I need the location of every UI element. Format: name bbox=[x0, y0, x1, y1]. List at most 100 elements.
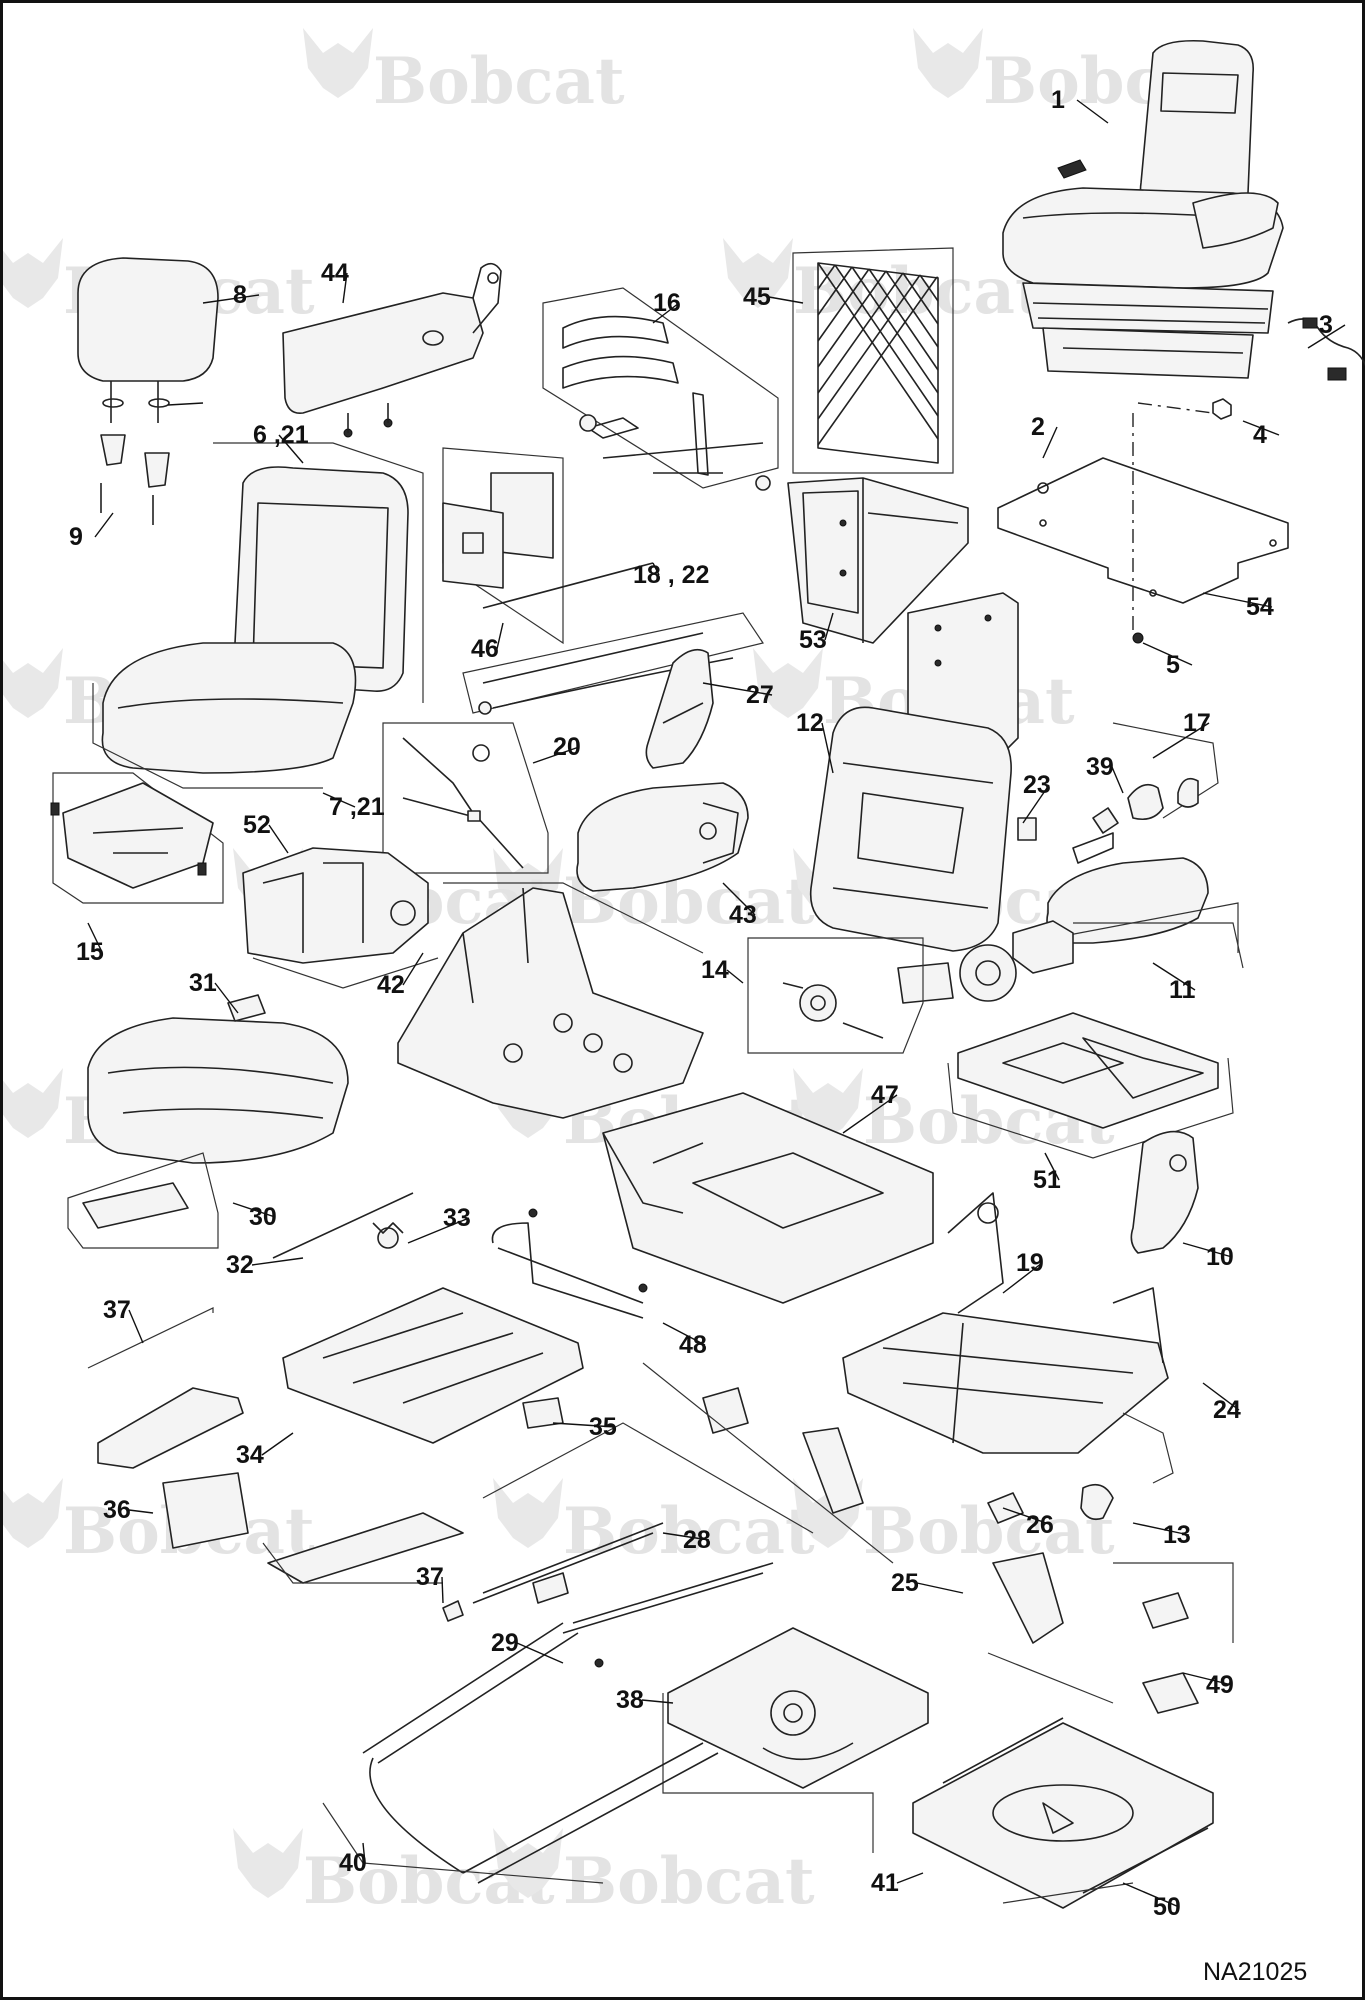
bobcat-logo-icon bbox=[303, 28, 373, 98]
callout-leader-line bbox=[278, 434, 304, 464]
callout-label: 23 bbox=[1023, 771, 1051, 799]
callout-leader-line bbox=[407, 1217, 470, 1244]
callout-24: 24 bbox=[1202, 1382, 1241, 1424]
seat-cushion-drawing bbox=[92, 642, 357, 789]
bobcat-logo-icon bbox=[3, 1478, 63, 1548]
callout-label: 45 bbox=[743, 283, 771, 311]
callout-label: 17 bbox=[1183, 709, 1211, 737]
callout-51: 51 bbox=[1033, 1152, 1061, 1194]
callout-1: 1 bbox=[1051, 86, 1109, 124]
part-drawings bbox=[50, 39, 1365, 1909]
bobcat-logo-icon bbox=[233, 1828, 303, 1898]
callout-38: 38 bbox=[616, 1686, 674, 1714]
callout-32: 32 bbox=[226, 1251, 304, 1279]
callout-leader-line bbox=[342, 272, 348, 304]
callout-48: 48 bbox=[662, 1322, 707, 1359]
callout-label: 12 bbox=[796, 709, 824, 737]
callout-label: 29 bbox=[491, 1629, 519, 1657]
callout-label: 30 bbox=[249, 1203, 277, 1231]
callout-leader-line bbox=[1111, 766, 1124, 794]
callout-label: 19 bbox=[1016, 1249, 1044, 1277]
callout-label: 38 bbox=[616, 1686, 644, 1714]
callout-18-22: 18 , 22 bbox=[633, 561, 709, 589]
callout-leader-line bbox=[402, 952, 424, 986]
callout-label: 42 bbox=[377, 971, 405, 999]
callout-leader-line bbox=[251, 1257, 304, 1266]
callout-28: 28 bbox=[662, 1526, 711, 1554]
knob-drawing bbox=[442, 1600, 604, 1668]
callout-40: 40 bbox=[339, 1842, 367, 1877]
callout-label: 51 bbox=[1033, 1166, 1061, 1194]
callout-12: 12 bbox=[796, 709, 834, 774]
left-rail-drawing bbox=[87, 1307, 249, 1549]
callout-leader-line bbox=[662, 1322, 706, 1346]
callout-23: 23 bbox=[1022, 771, 1051, 824]
callout-46: 46 bbox=[471, 622, 504, 663]
callout-label: 24 bbox=[1213, 1396, 1241, 1424]
bobcat-logo-icon bbox=[3, 238, 63, 308]
callout-31: 31 bbox=[189, 969, 239, 1014]
callout-label: 3 bbox=[1319, 311, 1333, 339]
callout-10: 10 bbox=[1182, 1242, 1234, 1271]
callout-42: 42 bbox=[377, 952, 424, 999]
callout-label: 25 bbox=[891, 1569, 919, 1597]
callout-39: 39 bbox=[1086, 753, 1124, 794]
callout-34: 34 bbox=[236, 1432, 294, 1469]
bobcat-watermark: Bobcat bbox=[793, 1478, 1115, 1569]
callout-label: 36 bbox=[103, 1496, 131, 1524]
callout-label: 1 bbox=[1051, 86, 1065, 114]
callout-6-21: 6 ,21 bbox=[253, 421, 309, 464]
bobcat-logo-icon bbox=[493, 1828, 563, 1898]
callout-label: 46 bbox=[471, 635, 499, 663]
callout-leader-line bbox=[1122, 1882, 1180, 1908]
callout-16: 16 bbox=[652, 289, 681, 324]
callout-13: 13 bbox=[1132, 1521, 1191, 1549]
mesh-grid bbox=[817, 262, 939, 446]
callout-label: 9 bbox=[69, 523, 83, 551]
spring-rod-drawing bbox=[272, 1192, 414, 1259]
callout-label: 16 bbox=[653, 289, 681, 317]
callout-2: 2 bbox=[1031, 413, 1058, 459]
callout-33: 33 bbox=[407, 1204, 471, 1244]
callout-leader-line bbox=[916, 1582, 964, 1594]
callout-leader-line bbox=[268, 824, 289, 854]
bobcat-logo-icon bbox=[723, 238, 793, 308]
callout-label: 15 bbox=[76, 938, 104, 966]
lower-rail-drawing bbox=[262, 1512, 464, 1584]
callout-label: 53 bbox=[799, 626, 827, 654]
callout-leader-line bbox=[532, 746, 580, 764]
callout-label: 41 bbox=[871, 1869, 899, 1897]
callout-43: 43 bbox=[722, 882, 757, 929]
callout-leader-line bbox=[1132, 1522, 1190, 1536]
wiring-harness-drawing bbox=[382, 722, 549, 874]
bobcat-watermark-text: Bobcat bbox=[563, 1844, 815, 1919]
bobcat-watermark-text: Bobcat bbox=[373, 44, 625, 119]
callout-leader-line bbox=[128, 1509, 154, 1514]
callout-label: 14 bbox=[701, 956, 729, 984]
bobcat-logo-icon bbox=[3, 1068, 63, 1138]
callout-label: 28 bbox=[683, 1526, 711, 1554]
callout-leader-line bbox=[842, 1094, 898, 1134]
callout-leader-line bbox=[1152, 962, 1196, 991]
mounting-bracket-drawing bbox=[397, 882, 704, 1119]
callout-leader-line bbox=[1182, 1242, 1233, 1258]
callout-leader-line bbox=[1307, 324, 1346, 349]
callout-27: 27 bbox=[702, 681, 774, 709]
callout-leader-line bbox=[94, 512, 114, 538]
swivel-plate-drawing bbox=[662, 1627, 929, 1853]
left-armrest-drawing bbox=[576, 782, 749, 892]
callout-41: 41 bbox=[871, 1869, 924, 1897]
callout-label: 47 bbox=[871, 1081, 899, 1109]
callout-leader-line bbox=[1202, 592, 1273, 608]
lumbar-kit-drawing bbox=[542, 287, 779, 491]
callout-label: 40 bbox=[339, 1849, 367, 1877]
seat-frame-drawing bbox=[842, 1192, 1169, 1454]
callout-37: 37 bbox=[103, 1296, 144, 1344]
callout-label: 6 ,21 bbox=[253, 421, 309, 449]
suspension-module-drawing bbox=[242, 847, 439, 989]
callout-leader-line bbox=[1142, 642, 1193, 666]
callout-4: 4 bbox=[1242, 420, 1280, 449]
callout-15: 15 bbox=[76, 922, 104, 966]
